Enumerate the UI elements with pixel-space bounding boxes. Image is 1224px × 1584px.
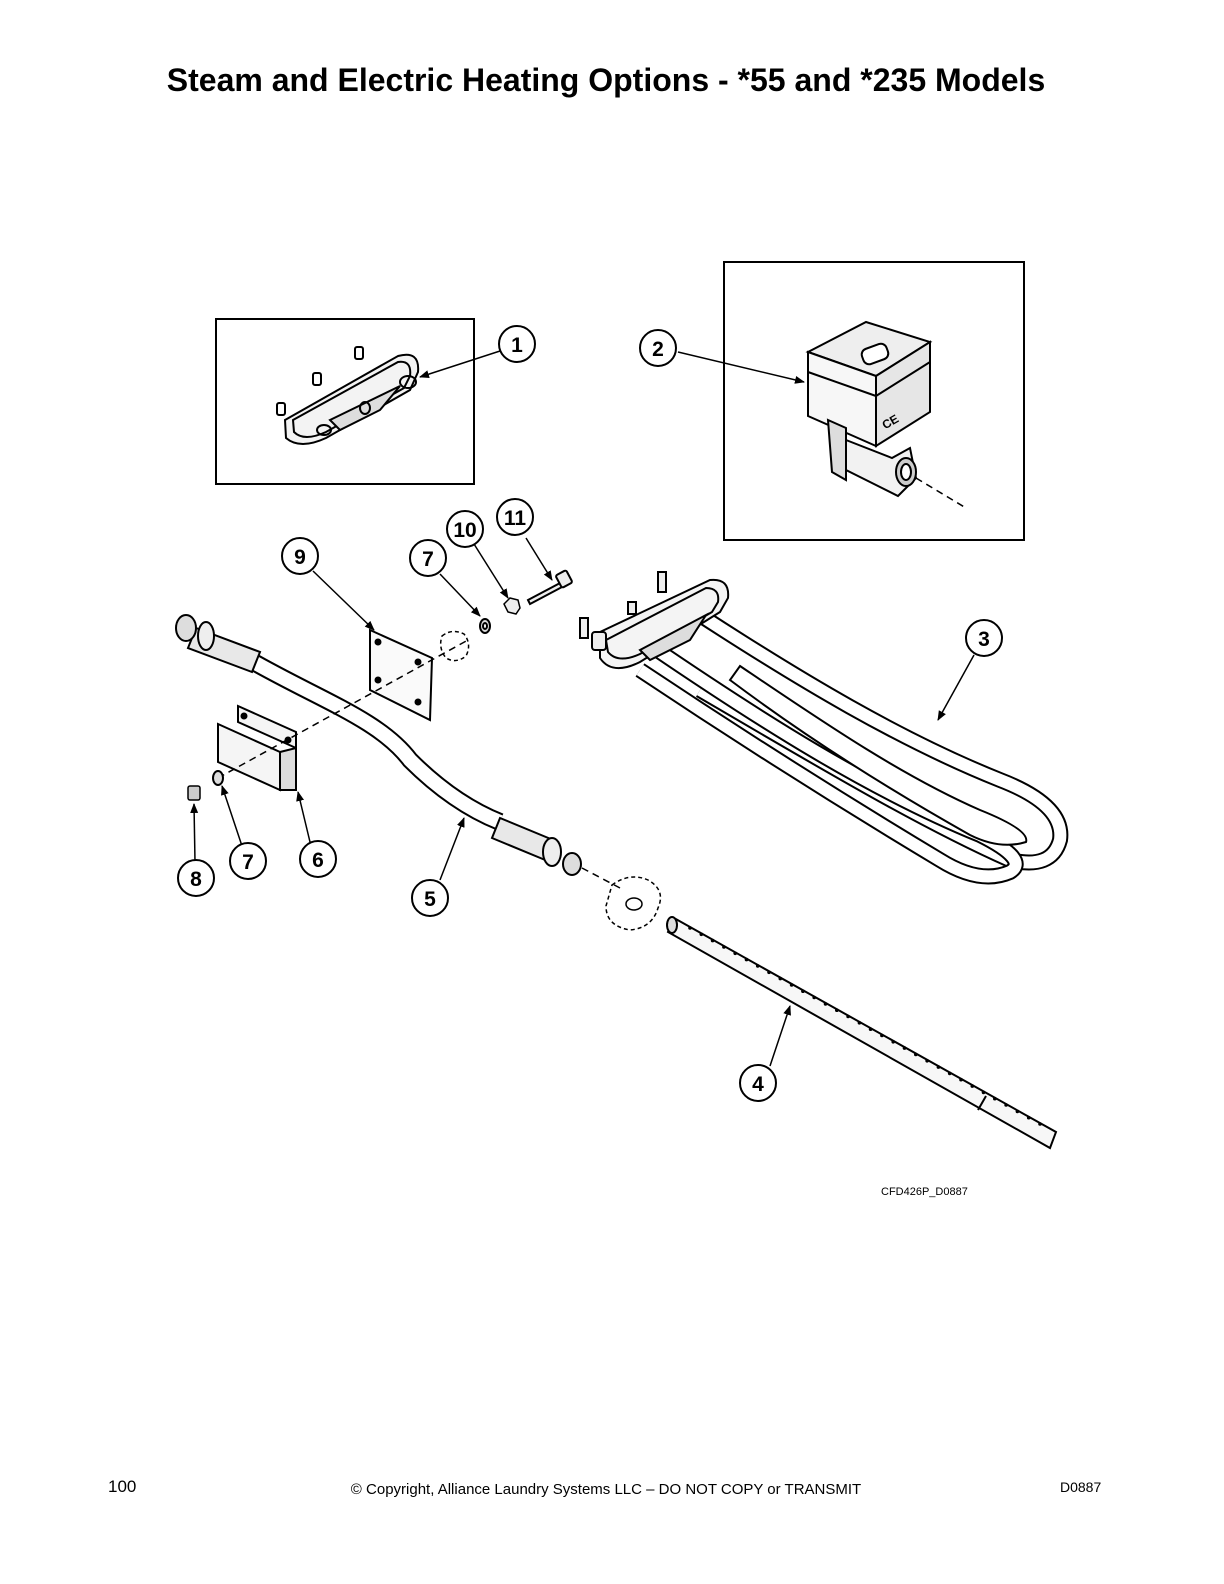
svg-text:4: 4: [752, 1073, 764, 1096]
callout-7-upper: 7: [409, 539, 447, 577]
svg-text:7: 7: [422, 548, 434, 571]
inset-box-valve: [723, 261, 1025, 541]
spray-hole: [767, 970, 771, 975]
gasket-outline-small: [439, 630, 470, 662]
spray-pipe-part: [666, 916, 1058, 1150]
spray-hole: [789, 983, 794, 987]
spray-hole: [699, 932, 704, 937]
bracket-part: [217, 704, 297, 792]
svg-text:2: 2: [652, 338, 664, 361]
spray-hole: [1015, 1109, 1020, 1114]
spray-hole: [891, 1040, 895, 1044]
callout-3: 3: [965, 619, 1003, 657]
spray-hole: [1026, 1115, 1031, 1120]
gasket-plate-part: [276, 346, 420, 445]
svg-text:5: 5: [424, 888, 436, 911]
gasket-outline-large: [605, 876, 662, 931]
spray-hole: [981, 1090, 986, 1095]
spray-hole: [778, 976, 783, 981]
callout-6: 6: [299, 840, 337, 878]
svg-text:3: 3: [978, 628, 990, 651]
spray-hole: [744, 957, 749, 962]
callout-11: 11: [496, 498, 534, 536]
bolt-part: [526, 569, 573, 606]
spray-hole: [733, 951, 737, 956]
svg-text:1: 1: [511, 334, 523, 357]
svg-text:10: 10: [453, 519, 476, 542]
spray-hole: [710, 938, 715, 943]
spray-hole: [902, 1046, 907, 1050]
page-title: Steam and Electric Heating Options - *55…: [166, 62, 1046, 98]
lock-washer-part: [503, 597, 521, 615]
spray-hole: [812, 995, 816, 1000]
washer-part: [479, 618, 491, 634]
spray-hole: [925, 1059, 929, 1063]
spray-hole: [880, 1033, 884, 1038]
spray-hole: [947, 1071, 952, 1076]
svg-text:7: 7: [242, 851, 254, 874]
spray-hole: [823, 1002, 828, 1006]
drawing-id: CFD426P_D0887: [881, 1186, 968, 1198]
spray-hole: [914, 1052, 918, 1057]
mounting-plate-part: [369, 628, 434, 722]
callout-9: 9: [281, 537, 319, 575]
spray-hole: [755, 964, 760, 968]
svg-text:9: 9: [294, 546, 306, 569]
washer-small-part: [212, 770, 224, 786]
spray-hole: [993, 1096, 997, 1101]
callout-2: 2: [639, 329, 677, 367]
document-code: D0887: [1060, 1479, 1102, 1495]
spray-pipe-holes: [688, 926, 1042, 1126]
spray-hole: [936, 1065, 941, 1069]
spray-hole: [868, 1027, 873, 1031]
spray-hole: [970, 1084, 975, 1088]
callout-1: 1: [498, 325, 536, 363]
hose-assembly-part: [175, 614, 621, 889]
leader-lines: [190, 350, 975, 1067]
heating-element-part: [579, 571, 1069, 885]
solenoid-valve-part: [805, 320, 967, 509]
spray-hole: [688, 926, 692, 930]
svg-text:8: 8: [190, 868, 202, 891]
spray-hole: [801, 989, 805, 993]
svg-text:11: 11: [504, 507, 527, 530]
gasket-hole: [625, 897, 643, 911]
svg-text:6: 6: [312, 849, 324, 872]
nut-part: [187, 785, 201, 801]
callout-10: 10: [446, 510, 484, 548]
inset-box-gasket: [215, 318, 475, 485]
spray-hole: [846, 1014, 850, 1019]
spray-hole: [1038, 1122, 1042, 1126]
spray-hole: [1004, 1103, 1008, 1107]
spray-hole: [722, 945, 726, 949]
spray-hole: [835, 1008, 839, 1012]
callout-5: 5: [411, 879, 449, 917]
callout-4: 4: [739, 1064, 777, 1102]
callout-7-lower: 7: [229, 842, 267, 880]
copyright-notice: © Copyright, Alliance Laundry Systems LL…: [350, 1481, 862, 1498]
spray-hole: [959, 1077, 963, 1082]
page-number: 100: [108, 1477, 137, 1496]
spray-hole: [857, 1021, 862, 1025]
callout-8: 8: [177, 859, 215, 897]
